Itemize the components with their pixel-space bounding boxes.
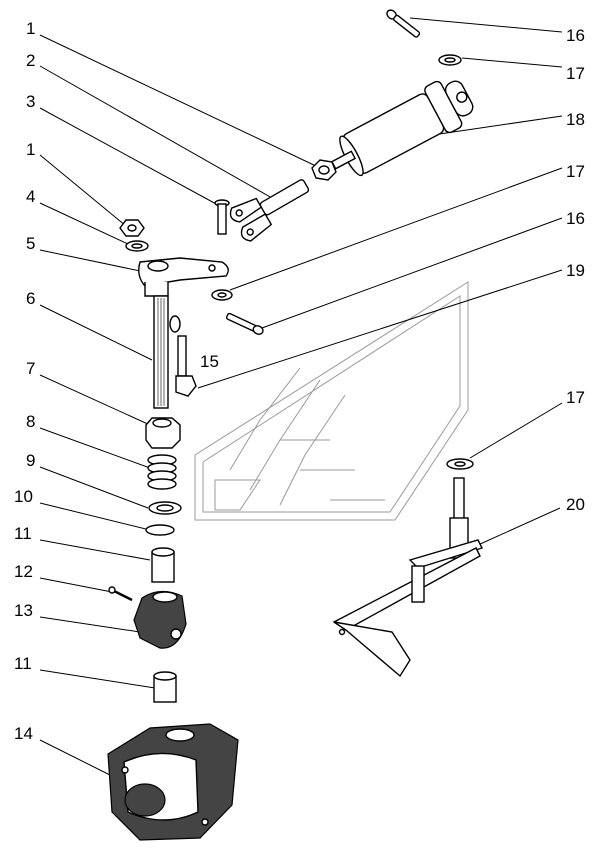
callout-7: 7 [26,359,35,378]
part-3-pin [214,199,230,235]
callout-17-top: 17 [566,64,585,83]
part-10-snap-ring [145,524,175,536]
part-6-splined-shaft [153,295,169,409]
part-20-bracket [332,477,483,678]
callout-4: 4 [26,187,35,206]
part-7-gear-nut [145,417,181,449]
part-13-housing [133,590,187,649]
callout-6: 6 [26,289,35,308]
part-8-spring [147,454,177,490]
callout-1-mid: 1 [26,140,35,159]
callout-15: 15 [200,352,219,371]
callout-16-top: 16 [566,26,585,45]
part-16-cotter-pin-mid [225,312,264,335]
callout-labels: 1 2 3 1 4 5 6 7 8 9 10 11 12 13 11 14 15… [14,19,585,743]
part-11-bushing-bottom [153,671,177,703]
leader-lines [39,17,563,781]
callout-12: 12 [14,562,33,581]
callout-9: 9 [26,451,35,470]
callout-11-bot: 11 [14,654,32,673]
callout-16-mid: 16 [566,209,585,228]
part-17-washer-top [438,54,462,66]
callout-2: 2 [26,51,35,70]
callout-17-mid: 17 [566,162,585,181]
callout-18: 18 [566,110,585,129]
part-2-rod-fork [229,179,310,242]
callout-1-top: 1 [26,19,35,38]
part-17-washer-bottom [446,458,474,470]
part-17-washer-mid [211,289,233,301]
callout-3: 3 [26,92,35,111]
callout-14: 14 [14,724,33,743]
callout-20: 20 [566,495,585,514]
part-1-nut-top [311,159,337,181]
callout-10: 10 [14,487,33,506]
part-18-hydraulic-cylinder [330,80,474,177]
part-5-lever [138,257,229,297]
callout-13: 13 [14,601,33,620]
part-1-nut-mid [119,219,145,237]
part-11-bushing-top [151,547,175,583]
callout-11-top: 11 [14,524,32,543]
part-12-pin [108,586,133,602]
watermark-emblem [194,281,469,521]
part-16-cotter-pin-top [386,9,421,38]
part-9-washer [148,501,182,515]
callout-17-bot: 17 [566,388,585,407]
part-15-link [169,315,181,333]
callout-5: 5 [26,234,35,253]
part-19-bolt [175,335,197,397]
callout-8: 8 [26,412,35,431]
callout-19: 19 [566,261,585,280]
part-4-lock-washer [125,240,149,252]
part-14-gearbox-housing [107,723,239,841]
